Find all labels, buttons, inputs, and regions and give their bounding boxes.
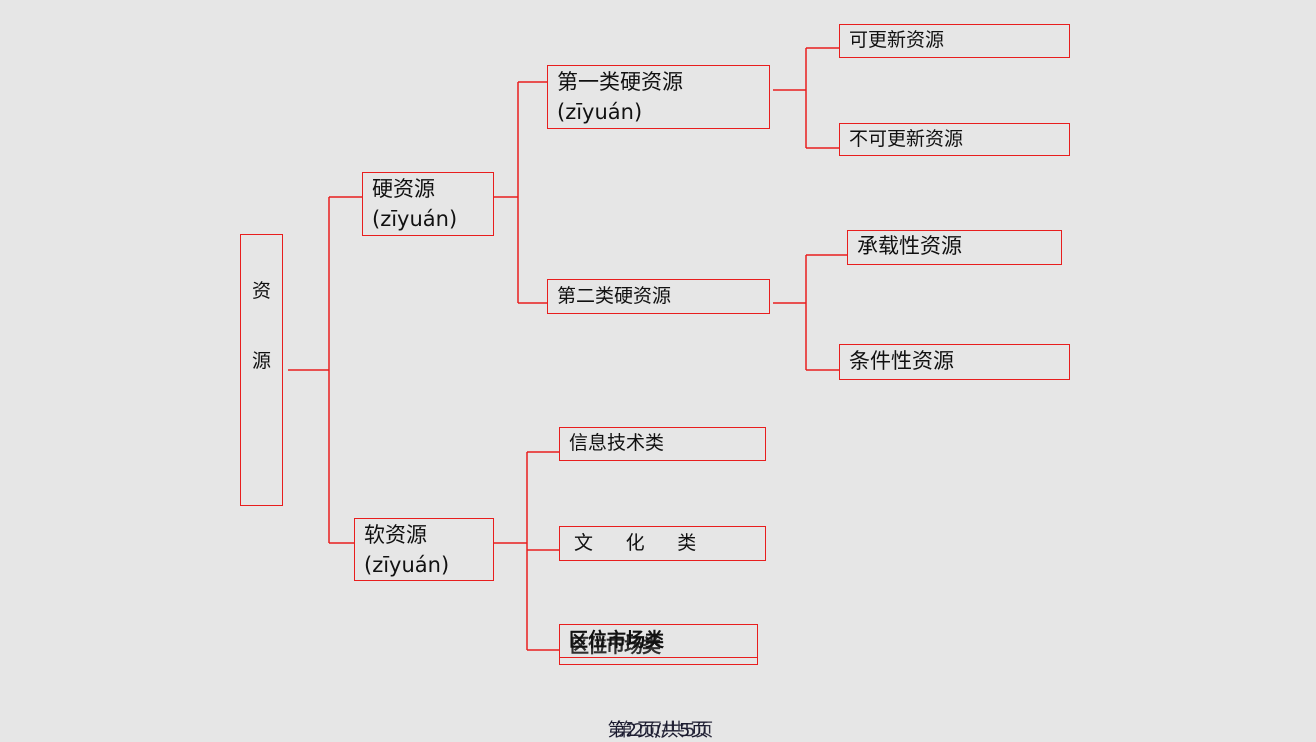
- node-hard-type-1: 第一类硬资源 (zīyuán): [547, 65, 770, 129]
- root-char-2: 源: [251, 350, 271, 372]
- overlap-divider: [559, 657, 758, 658]
- node-culture: 文 化 类: [559, 526, 766, 561]
- node-label: 区位市场类: [569, 629, 665, 651]
- node-location-market: 区位市场类 区位市场类: [559, 624, 758, 665]
- node-root-resources: 资 源: [240, 234, 283, 506]
- node-label: 可更新资源: [849, 29, 945, 51]
- node-hard-resources: 硬资源 (zīyuán): [362, 172, 494, 236]
- node-pinyin: (zīyuán): [372, 207, 458, 231]
- node-carrying: 承载性资源: [847, 230, 1062, 265]
- page-indicator: 第2页/共5页 第2页/共5页: [0, 716, 1316, 742]
- node-label: 条件性资源: [849, 349, 954, 373]
- node-label: 不可更新资源: [849, 128, 964, 150]
- node-label: 第一类硬资源: [557, 70, 683, 94]
- node-label: 硬资源: [372, 177, 435, 201]
- node-label: 第二类硬资源: [557, 285, 672, 307]
- page-indicator-overlap: 第2页/共5页: [615, 720, 713, 741]
- node-conditional: 条件性资源: [839, 344, 1070, 380]
- node-label: 软资源: [364, 523, 427, 547]
- node-pinyin: (zīyuán): [364, 553, 450, 577]
- node-label: 信息技术类: [569, 432, 665, 454]
- node-hard-type-2: 第二类硬资源: [547, 279, 770, 314]
- node-nonrenewable: 不可更新资源: [839, 123, 1070, 156]
- root-char-1: 资: [251, 280, 271, 302]
- node-label: 文 化 类: [574, 532, 710, 554]
- node-label-overlap: 区位市场类: [570, 635, 661, 657]
- node-renewable: 可更新资源: [839, 24, 1070, 58]
- node-label: 承载性资源: [857, 234, 962, 258]
- node-soft-resources: 软资源 (zīyuán): [354, 518, 494, 581]
- page-indicator-text: 第2页/共5页: [607, 720, 709, 741]
- node-pinyin: (zīyuán): [557, 100, 643, 124]
- node-info-tech: 信息技术类: [559, 427, 766, 461]
